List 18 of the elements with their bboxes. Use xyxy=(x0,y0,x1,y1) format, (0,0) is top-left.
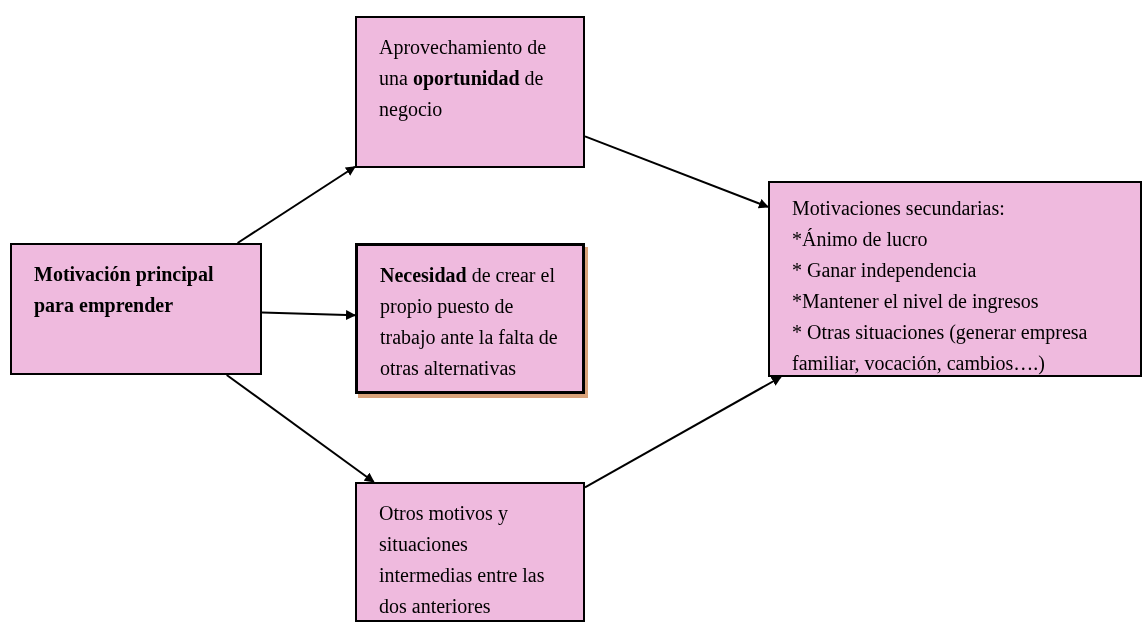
box-text: * Otras situaciones (generar empresa familiar, vocación, cambios….) xyxy=(792,320,1089,377)
box-text: Necesidad de crear el propio puesto de trabajo ante la falta de otras alternativas xyxy=(380,263,559,381)
box-text: Motivación principal para emprender xyxy=(34,262,215,319)
box-text: Motivaciones secundarias: xyxy=(792,196,1006,221)
box-text: *Ánimo de lucro xyxy=(792,227,929,252)
box-text: Otros motivos y situaciones intermedias entre las dos anteriores xyxy=(379,501,546,619)
arrow xyxy=(584,376,782,489)
arrow xyxy=(236,165,356,244)
box-text: *Mantener el nivel de ingresos xyxy=(792,289,1040,315)
text-box xyxy=(355,16,585,168)
arrow xyxy=(225,374,375,483)
text-box xyxy=(768,181,1142,377)
text-box xyxy=(355,482,585,622)
arrow xyxy=(584,135,769,209)
box-text: * Ganar independencia xyxy=(792,258,978,284)
arrow xyxy=(261,310,356,320)
box-text: Aprovechamiento de una oportunidad de negocio xyxy=(379,35,548,123)
text-box xyxy=(10,243,262,375)
